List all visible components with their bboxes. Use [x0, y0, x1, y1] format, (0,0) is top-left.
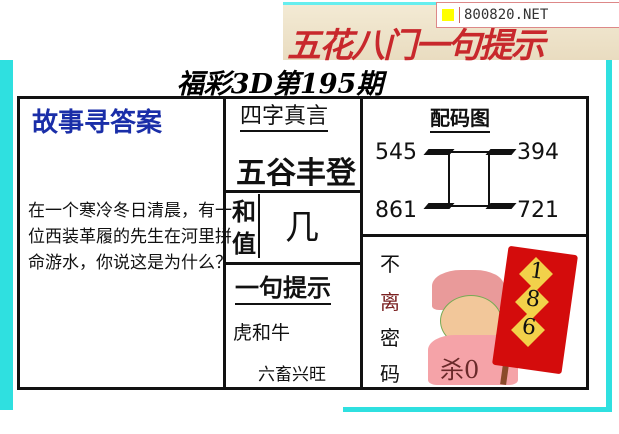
- frame-left: [0, 60, 13, 410]
- frame-right: [606, 60, 612, 412]
- secret-char: 码: [380, 362, 400, 386]
- story-heading: 故事寻答案: [32, 108, 163, 138]
- divider: [360, 96, 363, 390]
- divider: [223, 190, 363, 193]
- secret-char: 不: [380, 252, 400, 276]
- pair-chart-heading: 配码图: [430, 102, 490, 133]
- pair-bar: [485, 203, 517, 209]
- square-icon: [442, 9, 454, 21]
- divider: [223, 96, 226, 390]
- four-words-heading: 四字真言: [240, 98, 329, 132]
- story-line: 命游水，你说这是为什么？: [28, 253, 232, 273]
- pair-bar: [423, 203, 455, 209]
- sum-label: 值: [232, 229, 256, 258]
- kill-number: 杀0: [440, 356, 480, 384]
- divider: [223, 262, 363, 265]
- secret-char: 离: [380, 290, 400, 314]
- hint-table: [17, 96, 589, 390]
- pair-connector: [448, 151, 490, 207]
- pair-bar: [423, 149, 455, 155]
- watermark-text: 800820.NET: [459, 7, 548, 23]
- hint-line: 六畜兴旺: [258, 365, 326, 385]
- pair-number: 394: [517, 140, 559, 165]
- pair-bar: [485, 149, 517, 155]
- story-line: 在一个寒冷冬日清晨，有一: [28, 201, 232, 221]
- divider: [360, 234, 589, 237]
- sum-label: 和: [232, 197, 256, 226]
- four-words-value: 五谷丰登: [236, 156, 356, 191]
- sum-value: 几: [285, 208, 319, 248]
- watermark: 800820.NET: [436, 2, 619, 28]
- page-title: 福彩3D第195期: [176, 69, 384, 100]
- hint-line: 虎和牛: [233, 322, 291, 344]
- pair-number: 721: [517, 198, 559, 223]
- story-line: 位西装革履的先生在河里拼: [28, 227, 232, 247]
- secret-char: 密: [380, 326, 400, 350]
- pair-number: 545: [375, 140, 417, 165]
- banner-title: 五花八门一句提示: [287, 26, 545, 66]
- pair-number: 861: [375, 198, 417, 223]
- frame-bottom: [343, 407, 612, 412]
- hint-heading: 一句提示: [235, 268, 331, 305]
- divider: [258, 194, 260, 258]
